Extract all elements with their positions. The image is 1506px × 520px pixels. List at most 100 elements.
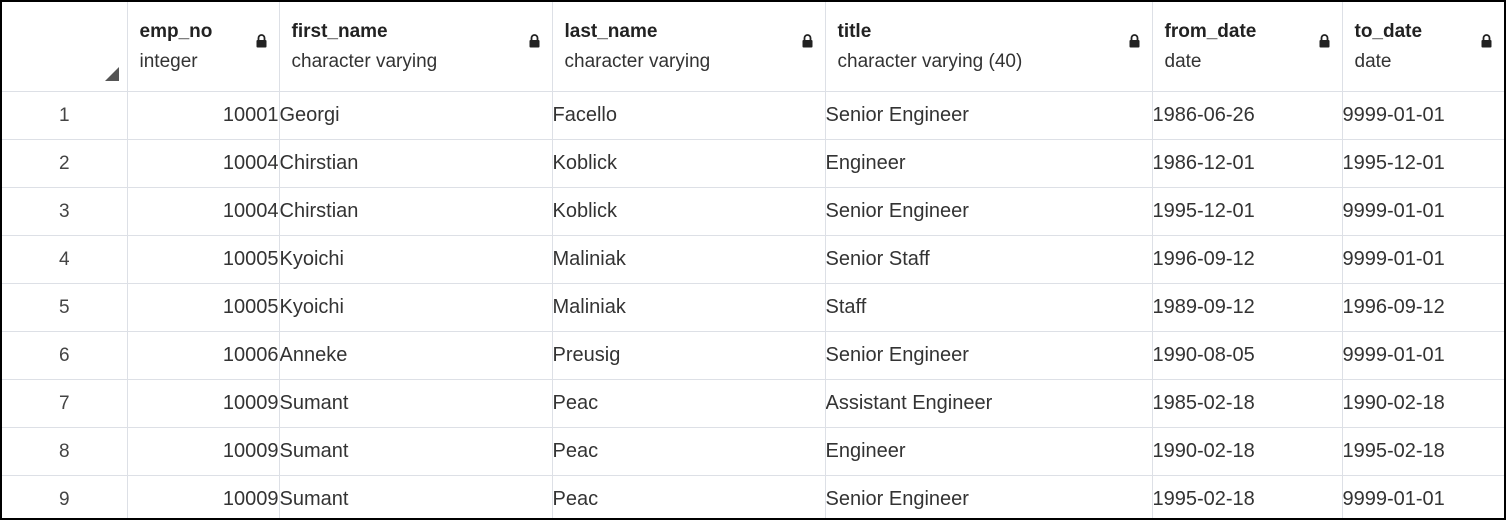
cell-first-name[interactable]: Sumant [279,379,553,428]
column-name: first_name [291,20,388,42]
column-header-from-date[interactable]: from_date date [1152,2,1343,92]
lock-icon [1319,34,1329,48]
table-row[interactable]: 6 10006 Anneke Preusig Senior Engineer 1… [2,331,1504,380]
cell-to-date[interactable]: 9999-01-01 [1342,488,1445,510]
cell-emp-no[interactable]: 10009 [127,427,280,476]
column-header-title[interactable]: title character varying (40) [825,2,1153,92]
column-header-last-name[interactable]: last_name character varying [552,2,826,92]
table-row[interactable]: 7 10009 Sumant Peac Assistant Engineer 1… [2,379,1504,428]
lock-icon [802,34,812,48]
table-row[interactable]: 8 10009 Sumant Peac Engineer 1990-02-18 … [2,427,1504,476]
cell-emp-no[interactable]: 10009 [127,475,280,518]
cell-last-name[interactable]: Preusig [552,331,826,380]
column-header-emp-no[interactable]: emp_no integer [127,2,280,92]
table-row[interactable]: 1 10001 Georgi Facello Senior Engineer 1… [2,91,1504,140]
column-header-first-name[interactable]: first_name character varying [279,2,553,92]
cell-last-name[interactable]: Maliniak [552,283,826,332]
sort-corner-icon [104,67,119,81]
cell-first-name[interactable]: Chirstian [279,187,553,236]
cell-last-name[interactable]: Peac [552,427,826,476]
cell-emp-no[interactable]: 10001 [127,91,280,140]
cell-to-date[interactable]: 1996-09-12 [1342,283,1504,332]
cell-last-name[interactable]: Peac [552,379,826,428]
cell-title[interactable]: Senior Engineer [825,91,1153,140]
row-number[interactable]: 2 [2,139,128,188]
column-name: to_date [1354,20,1423,42]
row-number[interactable]: 1 [2,91,128,140]
cell-first-name[interactable]: Sumant [279,427,553,476]
cell-from-date[interactable]: 1986-12-01 [1152,139,1343,188]
cell-title[interactable]: Engineer [825,139,1153,188]
cell-to-date[interactable]: 1990-02-18 [1342,379,1504,428]
lock-icon [1129,34,1139,48]
row-number[interactable]: 6 [2,331,128,380]
row-number[interactable]: 8 [2,427,128,476]
column-type: character varying [564,50,711,72]
cell-title[interactable]: Staff [825,283,1153,332]
cell-first-name[interactable]: Kyoichi [279,283,553,332]
cell-emp-no[interactable]: 10009 [127,379,280,428]
cell-title[interactable]: Senior Engineer [825,331,1153,380]
cell-first-name[interactable]: Kyoichi [279,235,553,284]
cell-emp-no[interactable]: 10006 [127,331,280,380]
cell-title[interactable]: Engineer [825,427,1153,476]
cell-to-date[interactable]: 9999-01-01 [1342,91,1504,140]
cell-title[interactable]: Assistant Engineer [825,379,1153,428]
row-number[interactable]: 7 [2,379,128,428]
cell-to-date[interactable]: 9999-01-01 [1342,235,1504,284]
cell-from-date[interactable]: 1989-09-12 [1152,283,1343,332]
header-row: emp_no integer first_name character vary… [2,2,1504,92]
row-number[interactable]: 4 [2,235,128,284]
table-row[interactable]: 2 10004 Chirstian Koblick Engineer 1986-… [2,139,1504,188]
column-type: date [1164,50,1202,72]
column-name: last_name [564,20,658,42]
table-row[interactable]: 4 10005 Kyoichi Maliniak Senior Staff 19… [2,235,1504,284]
table-row[interactable]: 3 10004 Chirstian Koblick Senior Enginee… [2,187,1504,236]
column-type: character varying [291,50,438,72]
column-name: emp_no [139,20,213,42]
column-name: title [837,20,872,42]
table-row[interactable]: 5 10005 Kyoichi Maliniak Staff 1989-09-1… [2,283,1504,332]
row-number[interactable]: 9 [2,475,128,518]
row-number-header[interactable] [2,2,128,92]
cell-first-name[interactable]: Georgi [279,91,553,140]
cell-from-date[interactable]: 1990-08-05 [1152,331,1343,380]
cell-from-date[interactable]: 1986-06-26 [1152,91,1343,140]
lock-icon [1481,34,1492,48]
cell-last-name[interactable]: Koblick [552,139,826,188]
row-number[interactable]: 3 [2,187,128,236]
cell-emp-no[interactable]: 10004 [127,187,280,236]
cell-emp-no[interactable]: 10005 [127,235,280,284]
cell-title[interactable]: Senior Engineer [825,475,1153,518]
cell-from-date[interactable]: 1995-12-01 [1152,187,1343,236]
cell-title[interactable]: Senior Staff [825,235,1153,284]
cell-from-date[interactable]: 1990-02-18 [1152,427,1343,476]
cell-emp-no[interactable]: 10004 [127,139,280,188]
lock-icon [256,34,266,48]
cell-last-name[interactable]: Maliniak [552,235,826,284]
cell-emp-no[interactable]: 10005 [127,283,280,332]
cell-first-name[interactable]: Chirstian [279,139,553,188]
lock-icon [529,34,539,48]
column-type: character varying (40) [837,50,1023,72]
cell-from-date[interactable]: 1995-02-18 [1152,475,1343,518]
column-type: integer [139,50,198,72]
cell-to-date[interactable]: 1995-12-01 [1342,139,1504,188]
table-row[interactable]: 9 10009 Sumant Peac Senior Engineer 1995… [2,475,1504,518]
cell-from-date[interactable]: 1985-02-18 [1152,379,1343,428]
cell-last-name[interactable]: Facello [552,91,826,140]
cell-to-date[interactable]: 1995-02-18 [1342,427,1504,476]
column-type: date [1354,50,1392,72]
cell-to-date[interactable]: 9999-01-01 [1342,331,1504,380]
column-header-to-date[interactable]: to_date date [1342,2,1504,92]
cell-to-date[interactable]: 9999-01-01 [1342,187,1504,236]
cell-first-name[interactable]: Anneke [279,331,553,380]
cell-title[interactable]: Senior Engineer [825,187,1153,236]
row-number[interactable]: 5 [2,283,128,332]
cell-last-name[interactable]: Koblick [552,187,826,236]
cell-from-date[interactable]: 1996-09-12 [1152,235,1343,284]
cell-first-name[interactable]: Sumant [279,475,553,518]
cell-last-name[interactable]: Peac [552,475,826,518]
